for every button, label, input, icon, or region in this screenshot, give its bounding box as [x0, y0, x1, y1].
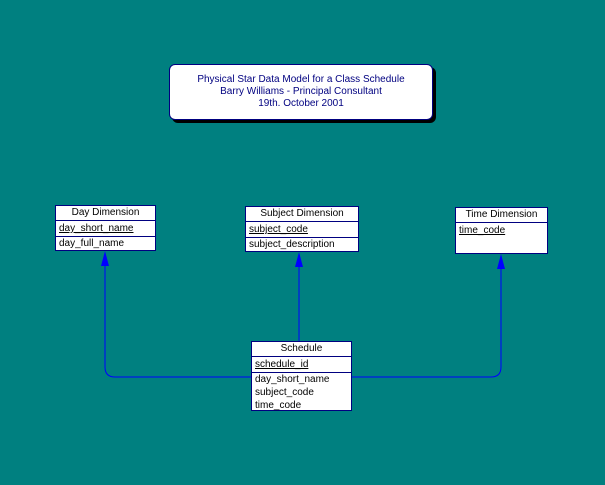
diagram-date: 19th. October 2001	[258, 98, 344, 109]
schedule-to-time-line	[352, 266, 502, 378]
time-arrowhead	[497, 254, 505, 269]
entity-keys: subject_code	[246, 222, 358, 238]
entity-attributes: day_full_name	[56, 237, 155, 252]
entity-name: Schedule	[252, 342, 351, 357]
diagram-author: Barry Williams - Principal Consultant	[220, 86, 382, 97]
key-field: time_code	[459, 225, 506, 236]
schedule-to-day-line	[104, 262, 251, 378]
entity-keys: day_short_name	[56, 221, 155, 237]
day-arrowhead	[101, 251, 109, 266]
key-field: subject_code	[249, 224, 308, 235]
entity-day-dimension[interactable]: Day Dimension day_short_name day_full_na…	[55, 205, 156, 251]
attribute-field: day_short_name	[255, 374, 330, 385]
attribute-field: day_full_name	[59, 238, 125, 249]
entity-attributes: subject_description	[246, 238, 358, 253]
attribute-field: subject_description	[249, 239, 335, 250]
entity-time-dimension[interactable]: Time Dimension time_code	[455, 207, 548, 254]
entity-schedule[interactable]: Schedule schedule_id day_short_name subj…	[251, 341, 352, 411]
entity-keys: schedule_id	[252, 357, 351, 373]
entity-subject-dimension[interactable]: Subject Dimension subject_code subject_d…	[245, 206, 359, 252]
key-field: day_short_name	[59, 223, 134, 234]
entity-keys: time_code	[456, 223, 547, 238]
entity-name: Subject Dimension	[246, 207, 358, 222]
diagram-title: Physical Star Data Model for a Class Sch…	[197, 74, 405, 85]
entity-name: Day Dimension	[56, 206, 155, 221]
entity-attributes: day_short_name subject_code time_code	[252, 373, 351, 414]
attribute-field: time_code	[255, 400, 302, 411]
key-field: schedule_id	[255, 359, 309, 370]
attribute-field: subject_code	[255, 387, 314, 398]
subject-arrowhead	[295, 252, 303, 267]
diagram-title-box: Physical Star Data Model for a Class Sch…	[169, 64, 433, 120]
entity-name: Time Dimension	[456, 208, 547, 223]
